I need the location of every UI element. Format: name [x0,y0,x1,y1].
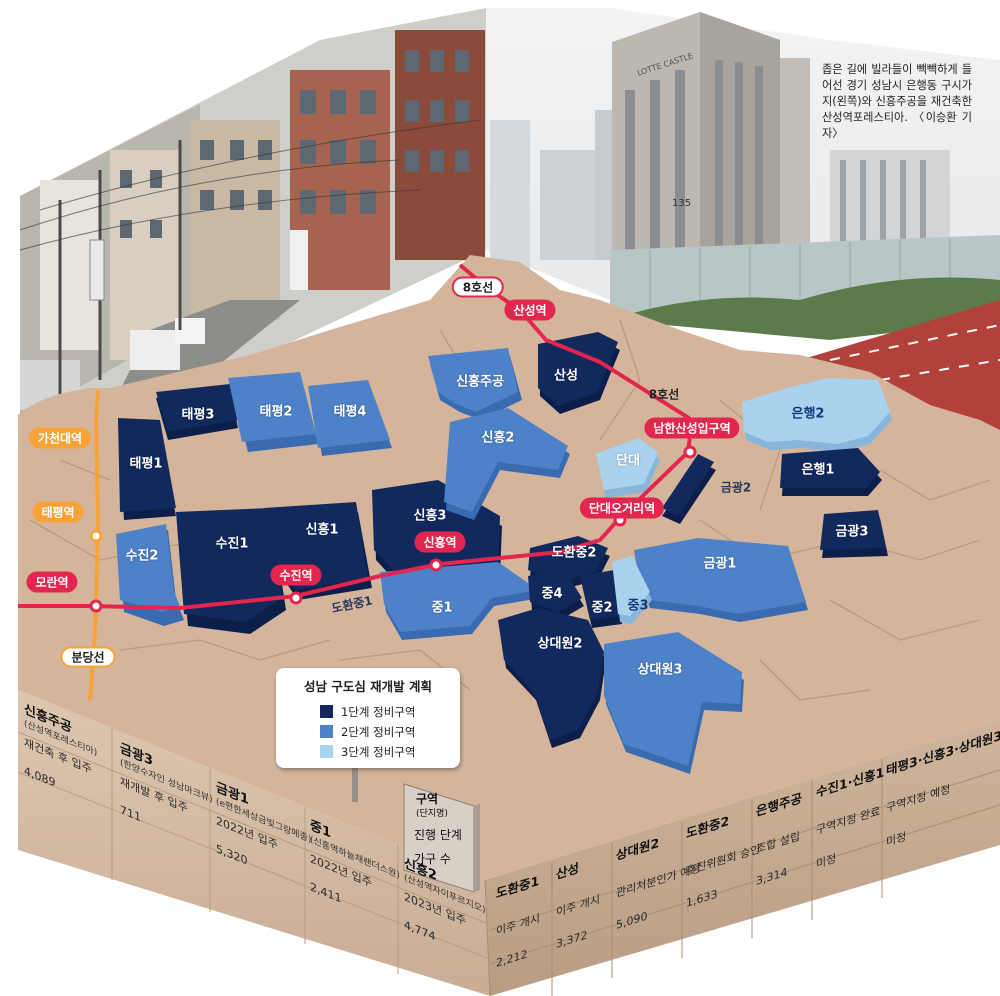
label-geumgwang3: 금광3 [835,524,869,540]
label-dohwanjung2: 도환중2 [551,545,597,561]
label-jung4: 중4 [541,586,563,602]
district-sanseong[interactable] [538,332,620,414]
label-sujin2: 수진2 [125,548,159,564]
legend-swatch [320,705,333,718]
label-dandae: 단대 [616,453,640,469]
legend-item-stage3: 3단계 정비구역 [320,744,415,760]
district-sujin2[interactable] [116,524,184,626]
label-geumgwang2: 금광2 [720,480,752,495]
station-sinheung[interactable]: 신흥역 [414,531,466,553]
label-sangdaewon3: 상대원3 [637,662,683,678]
street-photo-left [19,8,486,470]
station-sanseong[interactable]: 산성역 [504,299,556,321]
signpost [352,760,480,893]
district-taepyeong3[interactable] [156,384,238,440]
signpost-stage: 진행 단계 [414,828,462,842]
label-jung2: 중2 [591,600,613,616]
photo-caption: 좁은 길에 빌라들이 빽빽하게 들어선 경기 성남시 은행동 구시가지(왼쪽)와… [822,63,972,140]
legend-box: 성남 구도심 재개발 계획 1단계 정비구역 2단계 정비구역 3단계 정비구역 [276,668,460,768]
district-eunhaeng2[interactable] [742,378,892,452]
label-sinheung-jugong: 신흥주공 [456,374,504,390]
district-eunhaeng1[interactable] [780,448,882,496]
station-namhansanseong[interactable]: 남한산성입구역 [644,417,740,439]
apartment-photo-right [486,8,1000,440]
label-taepyeong1: 태평1 [129,456,163,472]
district-jung2[interactable] [580,570,622,628]
station-taepyeong[interactable]: 태평역 [32,501,84,523]
station-gachon[interactable]: 가천대역 [28,427,92,449]
district-blocks [116,332,892,774]
district-geumgwang2[interactable] [662,454,716,524]
station-dandae[interactable]: 단대오거리역 [579,497,665,519]
district-sinheung2[interactable] [444,408,570,520]
block-right-face [485,720,1000,996]
legend-label: 1단계 정비구역 [341,705,416,719]
signpost-complex: (단지명) [416,809,448,819]
line8-mid-label: 8호선 [648,387,680,402]
station-moran[interactable]: 모란역 [26,571,78,593]
bundang-tag: 분당선 [60,646,116,668]
legend-item-stage2: 2단계 정비구역 [320,724,415,740]
signpost-district: 구역 [416,792,439,806]
label-sangdaewon2: 상대원2 [537,636,583,652]
label-eunhaeng1: 은행1 [801,462,835,478]
line8-tag: 8호선 [451,276,505,298]
district-dandae[interactable] [596,438,660,498]
station-sujin[interactable]: 수진역 [270,564,322,586]
district-taepyeong4[interactable] [308,380,392,456]
legend-label: 2단계 정비구역 [341,725,416,739]
block-left-face [18,690,490,996]
label-jung1: 중1 [431,600,453,616]
legend-label: 3단계 정비구역 [341,745,416,759]
legend-item-stage1: 1단계 정비구역 [320,704,415,720]
label-taepyeong4: 태평4 [333,404,367,420]
label-taepyeong3: 태평3 [181,407,215,423]
label-eunhaeng2: 은행2 [791,406,825,422]
district-geumgwang3[interactable] [820,510,888,558]
building-number: 135 [672,198,692,209]
label-sujin1: 수진1 [215,536,249,552]
district-geumgwang1[interactable] [634,538,808,622]
line8-route [18,263,695,611]
label-sanseong: 산성 [554,368,578,384]
district-sinheung-jugong[interactable] [428,348,522,420]
district-sangdaewon2[interactable] [498,608,606,748]
label-taepyeong2: 태평2 [259,404,293,420]
label-sinheung1: 신흥1 [305,522,339,538]
legend-swatch [320,725,333,738]
district-jung1[interactable] [380,562,540,640]
label-geumgwang1: 금광1 [703,556,737,572]
label-sinheung3: 신흥3 [413,508,447,524]
district-taepyeong2[interactable] [228,372,318,452]
label-jung3: 중3 [627,598,649,614]
district-sangdaewon3[interactable] [604,632,744,774]
legend-title: 성남 구도심 재개발 계획 [303,679,433,694]
label-sinheung2: 신흥2 [481,430,515,446]
legend-swatch [320,745,333,758]
signpost-households: 가구 수 [414,852,451,866]
district-jung3[interactable] [612,556,652,624]
district-taepyeong1[interactable] [118,418,176,520]
